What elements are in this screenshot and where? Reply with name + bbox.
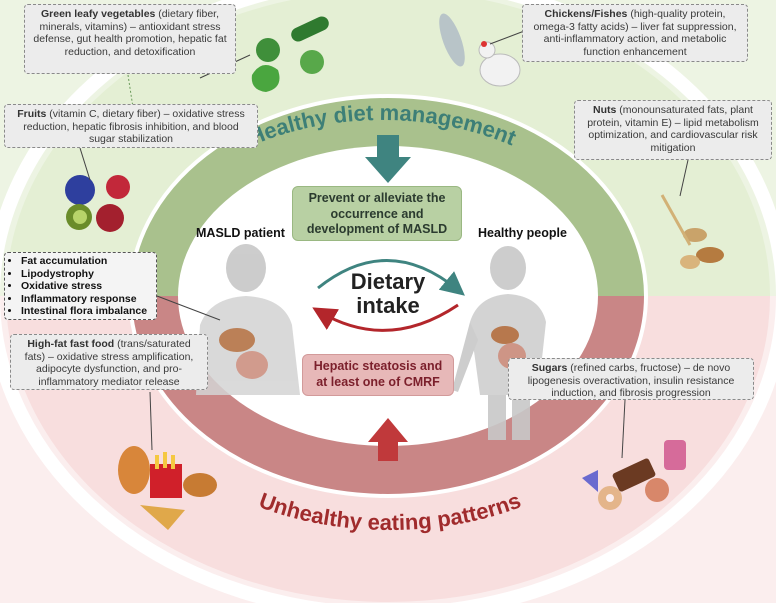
fruits-icon	[65, 175, 130, 232]
factor-item: Lipodystrophy	[21, 268, 152, 281]
note-chickens-text: (high-quality protein, omega-3 fatty aci…	[533, 8, 737, 58]
masld-factors-box: Fat accumulation Lipodystrophy Oxidative…	[4, 252, 157, 320]
up-arrow	[368, 418, 408, 461]
note-high-fat: High-fat fast food (trans/saturated fats…	[10, 334, 208, 390]
healthy-people-label: Healthy people	[478, 226, 567, 240]
dietary-intake-label: Dietary intake	[350, 269, 426, 318]
intake-arrow-teal	[317, 259, 465, 296]
factor-item: Intestinal flora imbalance	[21, 305, 152, 318]
note-sugars: Sugars (refined carbs, fructose) – de no…	[508, 358, 754, 400]
down-arrow	[365, 135, 411, 183]
nuts-icon	[660, 194, 724, 269]
note-green-leafy: Green leafy vegetables (dietary fiber, m…	[24, 4, 236, 74]
note-chickens-title: Chickens/Fishes	[544, 8, 628, 20]
note-fruits-text: (vitamin C, dietary fiber) – oxidative s…	[23, 108, 245, 145]
masld-factors-list: Fat accumulation Lipodystrophy Oxidative…	[11, 255, 152, 318]
note-nuts-title: Nuts	[593, 104, 617, 116]
masld-patient-label: MASLD patient	[196, 226, 285, 240]
note-nuts-text: (monounsaturated fats, plant protein, vi…	[587, 104, 759, 154]
note-nuts: Nuts (monounsaturated fats, plant protei…	[574, 100, 772, 160]
note-high-fat-title: High-fat fast food	[27, 338, 115, 350]
fast-food-icon	[118, 446, 217, 530]
note-high-fat-text: (trans/saturated fats) – oxidative stres…	[24, 338, 194, 388]
note-green-leafy-text: (dietary fiber, minerals, vitamins) – an…	[33, 8, 227, 58]
fish-chicken-icon	[439, 13, 521, 87]
prevent-box: Prevent or alleviate the occurrence and …	[292, 186, 462, 241]
factor-item: Fat accumulation	[21, 255, 152, 268]
note-chickens: Chickens/Fishes (high-quality protein, o…	[522, 4, 748, 62]
factor-item: Oxidative stress	[21, 280, 152, 293]
note-sugars-title: Sugars	[531, 362, 568, 374]
factor-item: Inflammatory response	[21, 293, 152, 306]
note-fruits: Fruits (vitamin C, dietary fiber) – oxid…	[4, 104, 258, 148]
masld-patient-figure	[196, 244, 300, 395]
note-fruits-title: Fruits	[17, 108, 47, 120]
vegetables-icon	[251, 16, 329, 92]
note-green-leafy-title: Green leafy vegetables	[40, 8, 156, 20]
note-sugars-text: (refined carbs, fructose) – de novo lipo…	[527, 362, 735, 399]
sweets-icon	[582, 440, 686, 510]
intake-arrow-red	[312, 303, 459, 332]
steatosis-box: Hepatic steatosis and at least one of CM…	[302, 354, 454, 396]
